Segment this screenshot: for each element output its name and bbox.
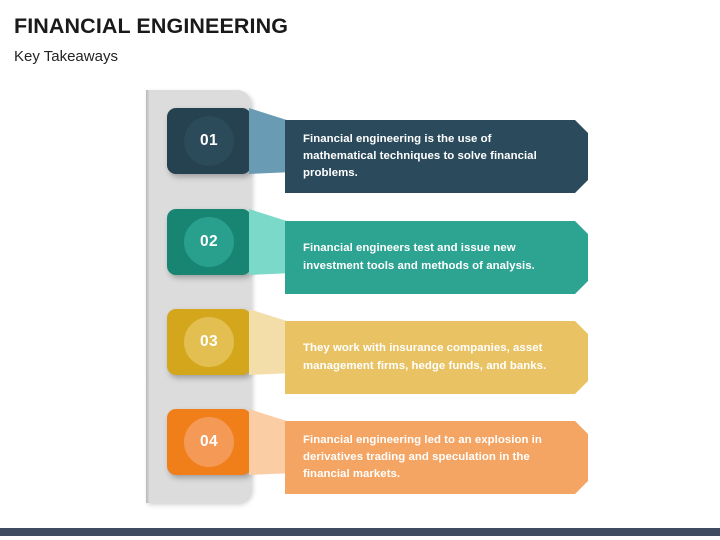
number-label: 03: [199, 333, 219, 351]
number-label: 01: [199, 132, 219, 150]
takeaway-banner: Financial engineering is the use of math…: [285, 120, 588, 193]
takeaway-text: Financial engineering led to an explosio…: [303, 433, 542, 481]
list-item: 04 Financial engineering led to an explo…: [0, 391, 720, 501]
page-subtitle: Key Takeaways: [14, 48, 118, 65]
takeaway-text: Financial engineering is the use of math…: [303, 132, 537, 180]
number-tile: 04: [167, 409, 251, 475]
number-tile: 02: [167, 209, 251, 275]
page-title: FINANCIAL ENGINEERING: [14, 14, 289, 38]
list-item: 01 Financial engineering is the use of m…: [0, 90, 720, 200]
number-label: 04: [199, 433, 219, 451]
takeaway-text: Financial engineers test and issue new i…: [303, 242, 535, 272]
number-label: 02: [199, 233, 219, 251]
takeaway-banner: They work with insurance companies, asse…: [285, 321, 588, 394]
backdrop-left-edge: [146, 90, 149, 503]
list-item: 02 Financial engineers test and issue ne…: [0, 191, 720, 301]
list-item: 03 They work with insurance companies, a…: [0, 291, 720, 401]
takeaway-banner: Financial engineering led to an explosio…: [285, 421, 588, 494]
number-tile: 03: [167, 309, 251, 375]
number-circle: 01: [184, 116, 234, 166]
takeaway-banner: Financial engineers test and issue new i…: [285, 221, 588, 294]
number-circle: 02: [184, 217, 234, 267]
bottom-accent-bar: [0, 528, 720, 536]
number-circle: 04: [184, 417, 234, 467]
takeaway-text: They work with insurance companies, asse…: [303, 342, 547, 372]
number-circle: 03: [184, 317, 234, 367]
number-tile: 01: [167, 108, 251, 174]
